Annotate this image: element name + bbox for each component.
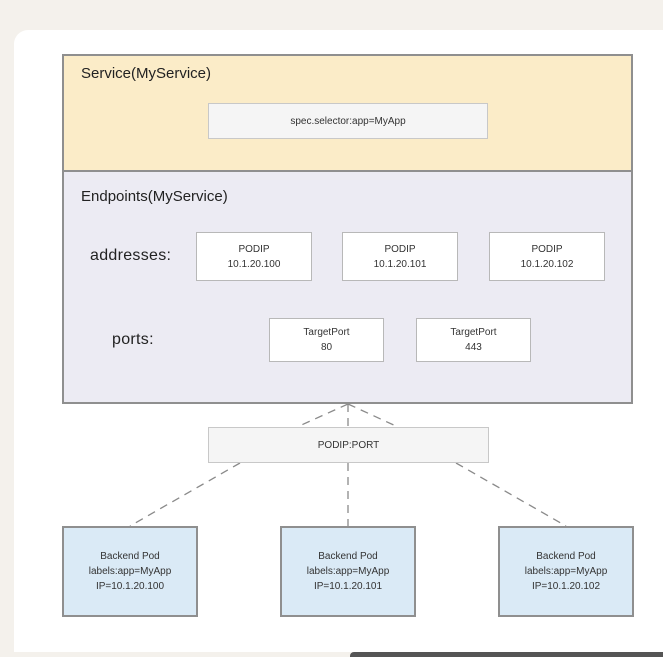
port-value: 443 (465, 342, 482, 353)
pod-labels: labels:app=MyApp (88, 566, 172, 577)
pod-labels: labels:app=MyApp (306, 566, 390, 577)
address-ip: 10.1.20.102 (520, 258, 574, 270)
pod-name: Backend Pod (318, 551, 378, 562)
ports-label: ports: (112, 331, 154, 348)
port-box-1: TargetPort 80 (269, 318, 384, 362)
pod-ip: IP=10.1.20.102 (531, 581, 601, 592)
service-selector-text: spec.selector:app=MyApp (290, 115, 406, 127)
address-box-2: PODIP 10.1.20.101 (342, 232, 458, 281)
service-selector-box: spec.selector:app=MyApp (208, 103, 488, 139)
backend-pod-1: Backend Pod labels:app=MyApp IP=10.1.20.… (62, 526, 198, 617)
address-box-1: PODIP 10.1.20.100 (196, 232, 312, 281)
pod-name: Backend Pod (100, 551, 160, 562)
pod-ip: IP=10.1.20.100 (95, 581, 165, 592)
endpoints-panel (62, 170, 633, 404)
connector-pod-3 (455, 462, 567, 527)
address-label: PODIP (384, 243, 416, 255)
port-value: 80 (320, 342, 333, 353)
address-ip: 10.1.20.100 (227, 258, 281, 270)
port-label: TargetPort (450, 327, 497, 338)
podip-port-text: PODIP:PORT (317, 439, 380, 451)
address-label: PODIP (531, 243, 563, 255)
address-label: PODIP (238, 243, 270, 255)
port-label: TargetPort (303, 327, 350, 338)
video-progress-bar[interactable] (350, 652, 663, 657)
connector-pod-1 (129, 462, 241, 527)
address-ip: 10.1.20.101 (373, 258, 427, 270)
connector-endpoints-left (296, 403, 349, 428)
addresses-label: addresses: (90, 247, 172, 264)
port-box-2: TargetPort 443 (416, 318, 531, 362)
service-title: Service(MyService) (81, 65, 212, 82)
backend-pod-2: Backend Pod labels:app=MyApp IP=10.1.20.… (280, 526, 416, 617)
address-box-3: PODIP 10.1.20.102 (489, 232, 605, 281)
connector-endpoints-right (347, 403, 399, 428)
endpoints-title: Endpoints(MyService) (81, 188, 228, 205)
podip-port-box: PODIP:PORT (208, 427, 489, 463)
pod-labels: labels:app=MyApp (524, 566, 608, 577)
backend-pod-3: Backend Pod labels:app=MyApp IP=10.1.20.… (498, 526, 634, 617)
pod-name: Backend Pod (536, 551, 596, 562)
pod-ip: IP=10.1.20.101 (313, 581, 383, 592)
